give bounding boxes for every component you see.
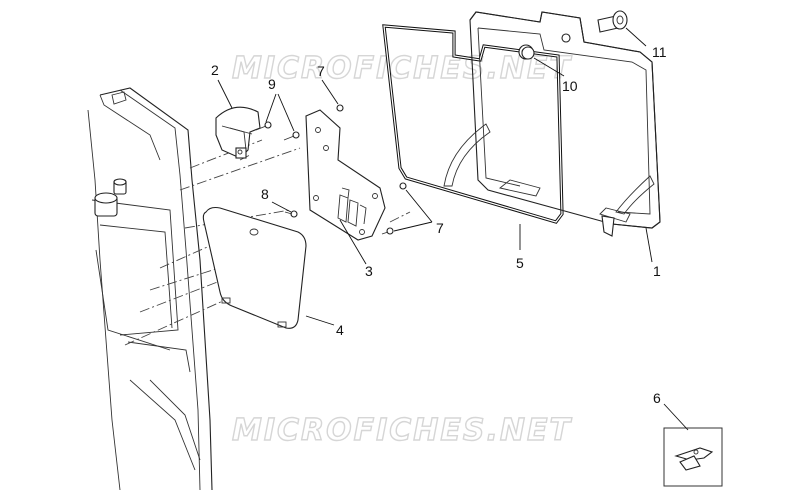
- callout-1: 1: [653, 263, 661, 279]
- watermark-bottom: MICROFICHES.NET: [232, 413, 573, 448]
- callout-10: 10: [562, 78, 578, 94]
- callout-3: 3: [365, 263, 373, 279]
- leader-lines: [217, 27, 689, 431]
- part-5-seal: [382, 24, 564, 224]
- callouts: 2 9 7 8 7 3 4 5 10 11 1 6: [211, 44, 667, 406]
- callout-6: 6: [653, 390, 661, 406]
- part-11-pin: [597, 10, 628, 33]
- callout-9: 9: [268, 76, 276, 92]
- callout-4: 4: [336, 322, 344, 338]
- part-2-bracket: [215, 106, 261, 159]
- watermark-top: MICROFICHES.NET: [232, 51, 573, 86]
- callout-5: 5: [516, 255, 524, 271]
- callout-7-right: 7: [436, 220, 444, 236]
- part-1-tray: [443, 11, 661, 237]
- callout-11: 11: [652, 44, 667, 60]
- part-6-inset: [663, 427, 723, 487]
- callout-8: 8: [261, 186, 269, 202]
- part-10-grommet: [521, 46, 535, 60]
- part-3-plate: [305, 109, 386, 241]
- part-9-screws: [255, 121, 300, 141]
- callout-7-top: 7: [317, 63, 325, 79]
- scooter-body-outline: [87, 87, 213, 490]
- part-8-screw: [284, 210, 298, 218]
- callout-2: 2: [211, 62, 219, 78]
- part-4-door: [202, 206, 307, 329]
- part-7-screws: [336, 104, 407, 235]
